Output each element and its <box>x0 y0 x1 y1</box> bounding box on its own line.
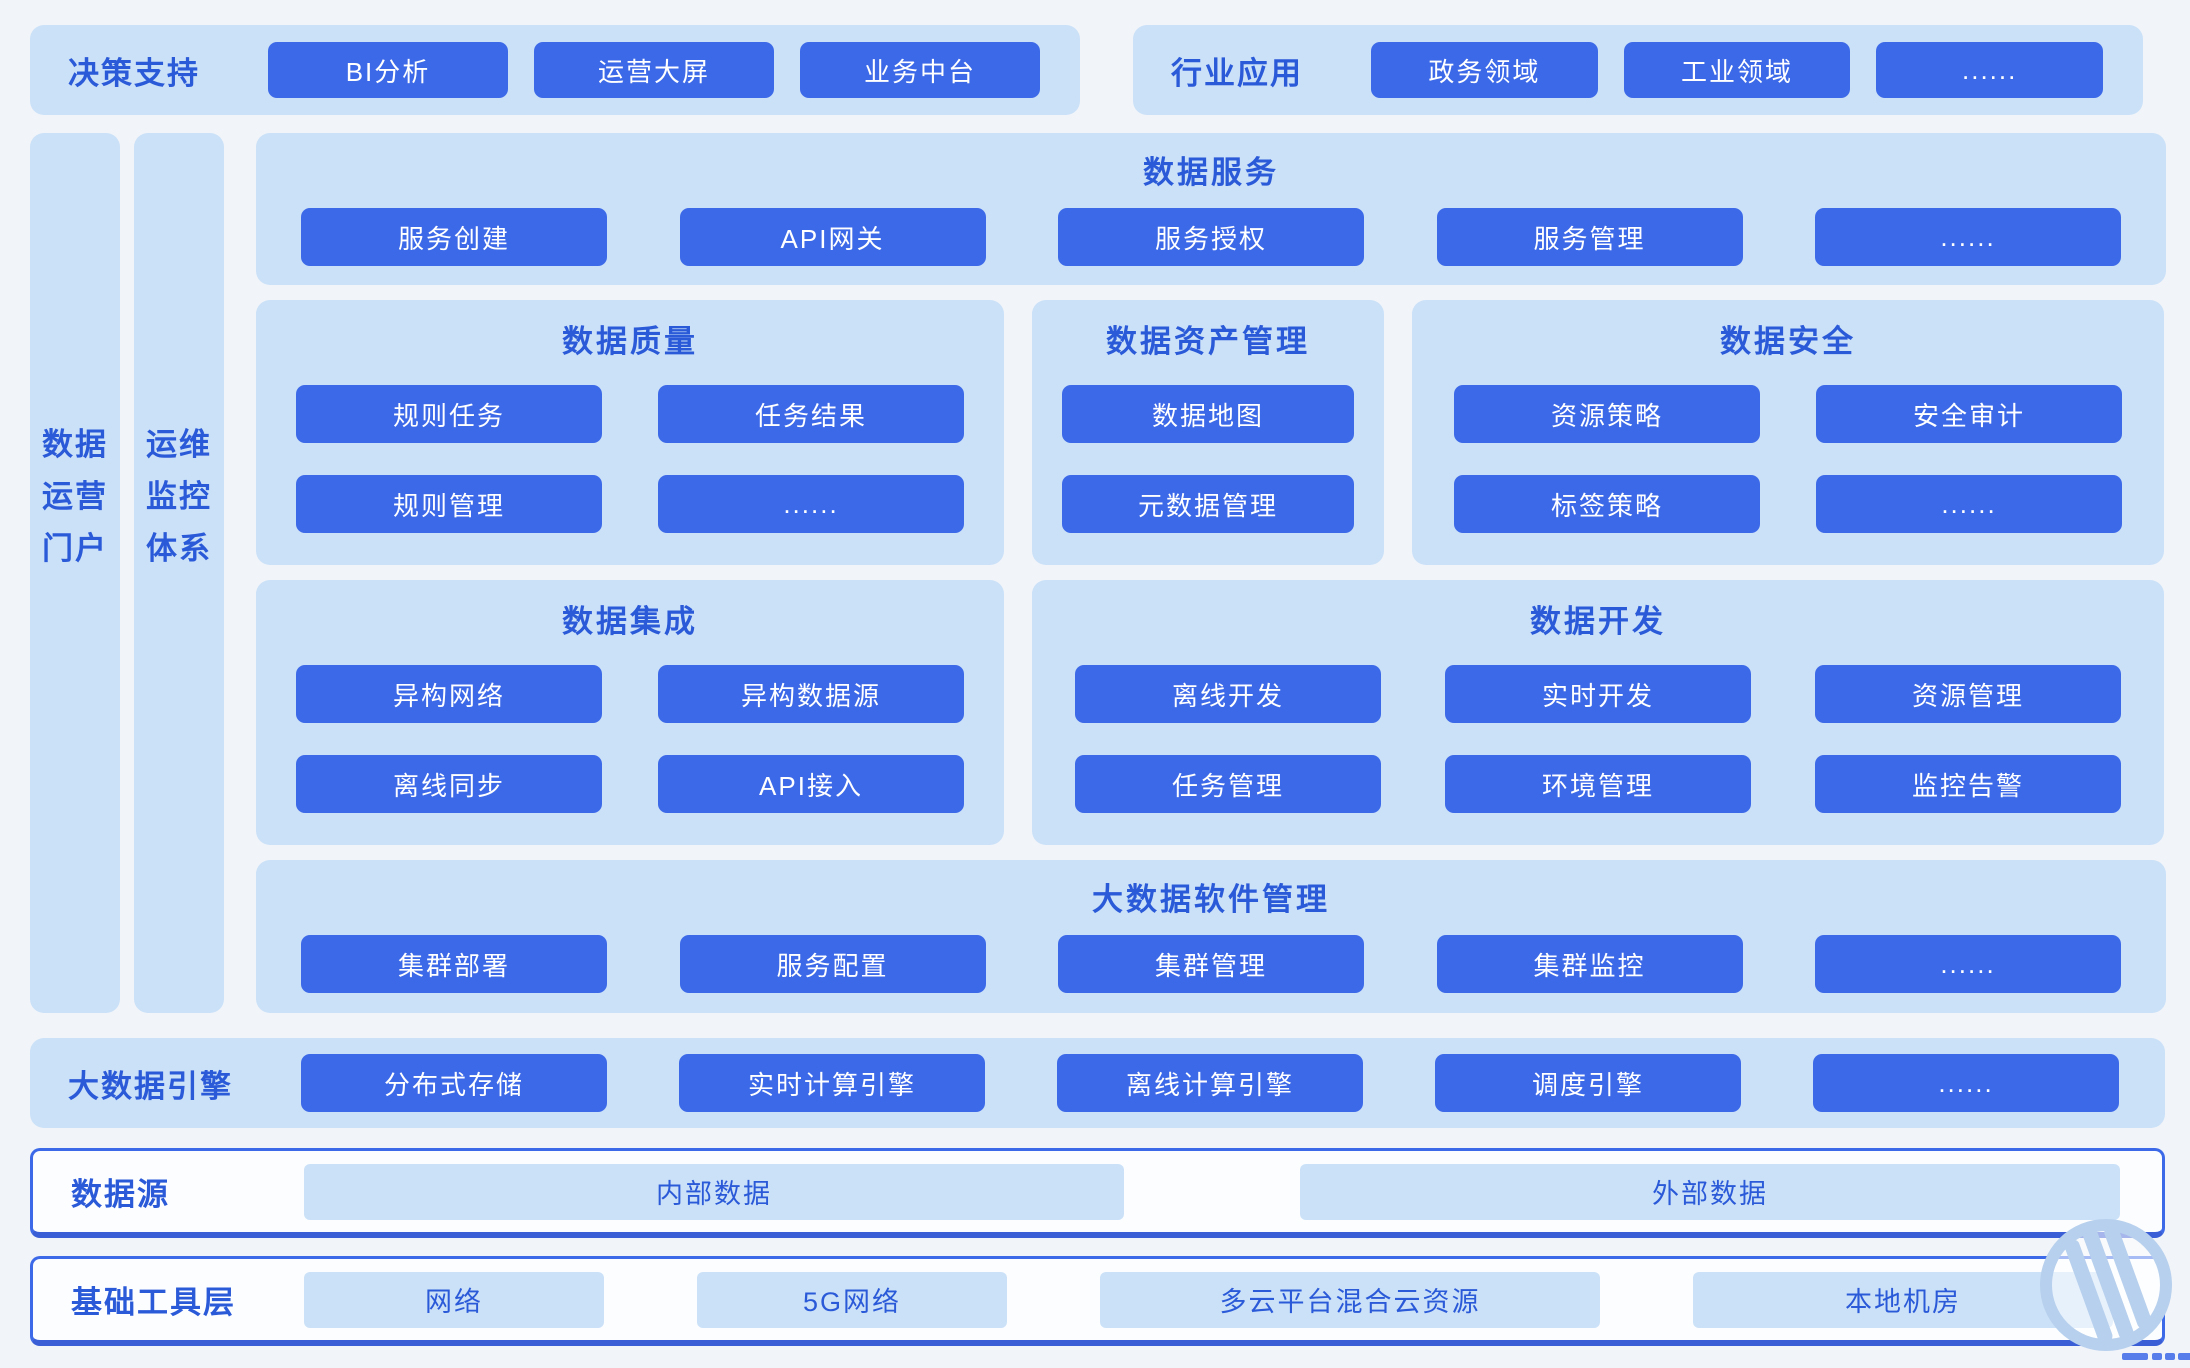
industry-apps-nodes: 政务领域 工业领域 ...... <box>1371 42 2104 98</box>
chip-multicloud-hybrid-resource: 多云平台混合云资源 <box>1100 1271 1600 1328</box>
node-service-authorization: 服务授权 <box>1058 208 1364 266</box>
node-realtime-compute-engine: 实时计算引擎 <box>679 1054 985 1112</box>
data-development-nodes: 离线开发 实时开发 资源管理 任务管理 环境管理 监控告警 <box>1075 665 2121 813</box>
data-service-title: 数据服务 <box>1143 155 1279 190</box>
chip-internal-data: 内部数据 <box>304 1163 1124 1220</box>
industry-apps-label: 行业应用 <box>1171 55 1303 91</box>
node-service-more: ...... <box>1815 208 2121 266</box>
section-data-service: 数据服务 服务创建 API网关 服务授权 服务管理 ...... <box>256 133 2166 285</box>
node-security-more: ...... <box>1816 475 2122 533</box>
data-source-label: 数据源 <box>71 1177 170 1212</box>
node-service-config: 服务配置 <box>679 935 986 993</box>
node-cluster-deploy: 集群部署 <box>301 935 607 993</box>
node-offline-dev: 离线开发 <box>1075 665 1381 723</box>
node-task-result: 任务结果 <box>658 385 964 443</box>
node-metadata-management: 元数据管理 <box>1062 475 1354 533</box>
node-distributed-storage: 分布式存储 <box>301 1054 607 1112</box>
node-cluster-monitor: 集群监控 <box>1436 935 1743 993</box>
node-service-creation: 服务创建 <box>301 208 607 266</box>
bigdata-engine-label: 大数据引擎 <box>68 1068 233 1104</box>
section-base-tools: 基础工具层 网络 5G网络 多云平台混合云资源 本地机房 <box>30 1256 2165 1346</box>
node-label-policy: 标签策略 <box>1454 475 1760 533</box>
chip-external-data: 外部数据 <box>1300 1163 2120 1220</box>
node-engine-more: ...... <box>1813 1054 2119 1112</box>
node-data-map: 数据地图 <box>1062 385 1354 443</box>
node-api-access: API接入 <box>658 755 964 813</box>
data-quality-nodes: 规则任务 任务结果 规则管理 ...... <box>296 385 964 533</box>
node-service-management: 服务管理 <box>1436 208 1743 266</box>
node-api-gateway: API网关 <box>679 208 986 266</box>
section-data-source: 数据源 内部数据 外部数据 <box>30 1148 2165 1238</box>
node-operations-dashboard: 运营大屏 <box>534 42 774 98</box>
data-security-nodes: 资源策略 安全审计 标签策略 ...... <box>1454 385 2122 533</box>
data-development-title: 数据开发 <box>1530 604 1666 639</box>
chip-5g-network: 5G网络 <box>697 1271 1007 1328</box>
data-asset-nodes: 数据地图 元数据管理 <box>1062 385 1354 533</box>
chip-network: 网络 <box>304 1271 604 1328</box>
data-quality-title: 数据质量 <box>562 324 698 359</box>
data-integration-nodes: 异构网络 异构数据源 离线同步 API接入 <box>296 665 964 813</box>
ops-monitoring-system-label: 运维 监控 体系 <box>146 427 212 566</box>
sidebar-data-operations-portal: 数据 运营 门户 <box>30 133 120 1013</box>
data-service-nodes: 服务创建 API网关 服务授权 服务管理 ...... <box>301 208 2121 266</box>
panel-industry-apps: 行业应用 政务领域 工业领域 ...... <box>1133 25 2143 115</box>
node-business-middle-platform: 业务中台 <box>800 42 1040 98</box>
section-data-integration: 数据集成 异构网络 异构数据源 离线同步 API接入 <box>256 580 1004 845</box>
software-management-title: 大数据软件管理 <box>1092 882 1330 917</box>
node-offline-compute-engine: 离线计算引擎 <box>1057 1054 1363 1112</box>
node-realtime-dev: 实时开发 <box>1445 665 1751 723</box>
decision-support-nodes: BI分析 运营大屏 业务中台 <box>268 42 1040 98</box>
section-data-development: 数据开发 离线开发 实时开发 资源管理 任务管理 环境管理 监控告警 <box>1032 580 2164 845</box>
node-rule-management: 规则管理 <box>296 475 602 533</box>
section-data-quality: 数据质量 规则任务 任务结果 规则管理 ...... <box>256 300 1004 565</box>
node-resource-management: 资源管理 <box>1815 665 2121 723</box>
node-cluster-management: 集群管理 <box>1058 935 1364 993</box>
data-operations-portal-label: 数据 运营 门户 <box>42 427 108 566</box>
node-industrial-domain: 工业领域 <box>1623 42 1851 98</box>
data-integration-title: 数据集成 <box>562 604 698 639</box>
node-hetero-network: 异构网络 <box>296 665 602 723</box>
watermark-logo <box>2002 1217 2190 1368</box>
section-bigdata-software-management: 大数据软件管理 集群部署 服务配置 集群管理 集群监控 ...... <box>256 860 2166 1013</box>
node-bi-analysis: BI分析 <box>268 42 508 98</box>
data-asset-title: 数据资产管理 <box>1106 324 1310 359</box>
node-rule-task: 规则任务 <box>296 385 602 443</box>
node-offline-sync: 离线同步 <box>296 755 602 813</box>
node-task-management: 任务管理 <box>1075 755 1381 813</box>
section-bigdata-engine: 大数据引擎 分布式存储 实时计算引擎 离线计算引擎 调度引擎 ...... <box>30 1038 2165 1128</box>
data-security-title: 数据安全 <box>1720 324 1856 359</box>
section-data-asset-management: 数据资产管理 数据地图 元数据管理 <box>1032 300 1384 565</box>
node-quality-more: ...... <box>658 475 964 533</box>
node-resource-policy: 资源策略 <box>1454 385 1760 443</box>
node-security-audit: 安全审计 <box>1816 385 2122 443</box>
decision-support-label: 决策支持 <box>68 55 200 91</box>
sidebar-ops-monitoring-system: 运维 监控 体系 <box>134 133 224 1013</box>
base-tools-label: 基础工具层 <box>71 1285 236 1320</box>
node-software-more: ...... <box>1815 935 2121 993</box>
software-management-nodes: 集群部署 服务配置 集群管理 集群监控 ...... <box>301 935 2121 993</box>
panel-decision-support: 决策支持 BI分析 运营大屏 业务中台 <box>30 25 1080 115</box>
node-monitor-alert: 监控告警 <box>1815 755 2121 813</box>
node-government-domain: 政务领域 <box>1371 42 1598 98</box>
bigdata-engine-nodes: 分布式存储 实时计算引擎 离线计算引擎 调度引擎 ...... <box>301 1054 2165 1112</box>
node-scheduler-engine: 调度引擎 <box>1435 1054 1741 1112</box>
section-data-security: 数据安全 资源策略 安全审计 标签策略 ...... <box>1412 300 2164 565</box>
node-env-management: 环境管理 <box>1445 755 1751 813</box>
node-industry-more: ...... <box>1876 42 2104 98</box>
node-hetero-datasource: 异构数据源 <box>658 665 964 723</box>
